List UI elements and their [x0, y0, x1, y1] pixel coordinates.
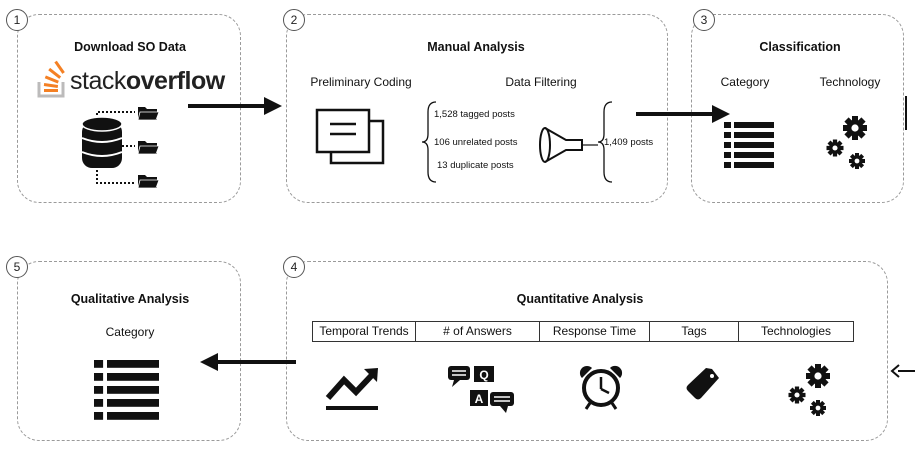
preliminary-coding-label: Preliminary Coding: [310, 75, 412, 89]
svg-text:Q: Q: [479, 368, 488, 382]
panel-manual-analysis: [286, 14, 668, 203]
svg-text:A: A: [475, 392, 484, 406]
step-number-5: 5: [6, 256, 28, 278]
database-connectors: [96, 111, 135, 184]
panel-classification-title: Classification: [759, 40, 841, 54]
logo-text-overflow: overflow: [125, 67, 225, 95]
panel-download: [17, 14, 241, 203]
column-temporal-trends: Temporal Trends: [313, 322, 416, 341]
funnel-icon: [539, 127, 583, 163]
classification-category-label: Category: [720, 75, 770, 89]
database-icon: [81, 116, 123, 168]
arrow-classification-to-quantitative: [890, 364, 915, 378]
column-technologies: Technologies: [760, 324, 832, 338]
gears-icon: [788, 364, 830, 416]
step-number-3: 3: [693, 9, 715, 31]
right-brace: [597, 101, 613, 183]
tagged-posts-text: 1,528 tagged posts: [434, 109, 515, 120]
qualitative-category-label: Category: [105, 325, 155, 339]
column-tags: Tags: [650, 322, 739, 341]
trend-up-icon: [325, 368, 378, 410]
qa-bubbles-icon: Q A: [448, 366, 514, 413]
arrow-manual-to-classification: [636, 105, 730, 123]
panel-manual-title: Manual Analysis: [427, 40, 525, 54]
arrow-download-to-manual: [188, 97, 282, 115]
panel-classification: [691, 14, 904, 203]
result-posts-text: 1,409 posts: [604, 137, 654, 148]
stackoverflow-logo: stackoverflow: [36, 60, 236, 100]
left-brace: [421, 101, 437, 183]
step-number-4: 4: [283, 256, 305, 278]
alarm-clock-icon: [579, 365, 623, 410]
quantitative-metrics-table: Temporal Trends # of Answers Response Ti…: [312, 321, 854, 342]
duplicate-posts-text: 13 duplicate posts: [437, 160, 514, 171]
arrow-quantitative-to-qualitative: [200, 353, 296, 371]
tag-icon: [686, 368, 719, 400]
panel-quantitative-title: Quantitative Analysis: [516, 292, 644, 306]
step-number-2: 2: [283, 9, 305, 31]
panel-download-title: Download SO Data: [74, 40, 186, 54]
panel-qualitative-title: Qualitative Analysis: [70, 292, 190, 306]
panel-quantitative: [286, 261, 888, 441]
gears-icon: [826, 116, 867, 169]
column-answers: # of Answers: [416, 322, 540, 341]
panel-qualitative: [17, 261, 241, 441]
stackoverflow-icon: [37, 60, 65, 98]
data-filtering-label: Data Filtering: [505, 75, 577, 89]
unrelated-posts-text: 106 unrelated posts: [434, 137, 518, 148]
folder-icon: [137, 140, 160, 155]
step-number-1: 1: [6, 9, 28, 31]
column-response-time: Response Time: [540, 322, 650, 341]
logo-text-stack: stack: [70, 67, 126, 95]
folder-icon: [137, 174, 160, 189]
list-icon: [94, 360, 159, 420]
folder-icon: [137, 106, 160, 121]
document-stack-icon: [315, 108, 385, 165]
list-icon: [724, 122, 774, 168]
classification-technology-label: Technology: [819, 75, 881, 89]
